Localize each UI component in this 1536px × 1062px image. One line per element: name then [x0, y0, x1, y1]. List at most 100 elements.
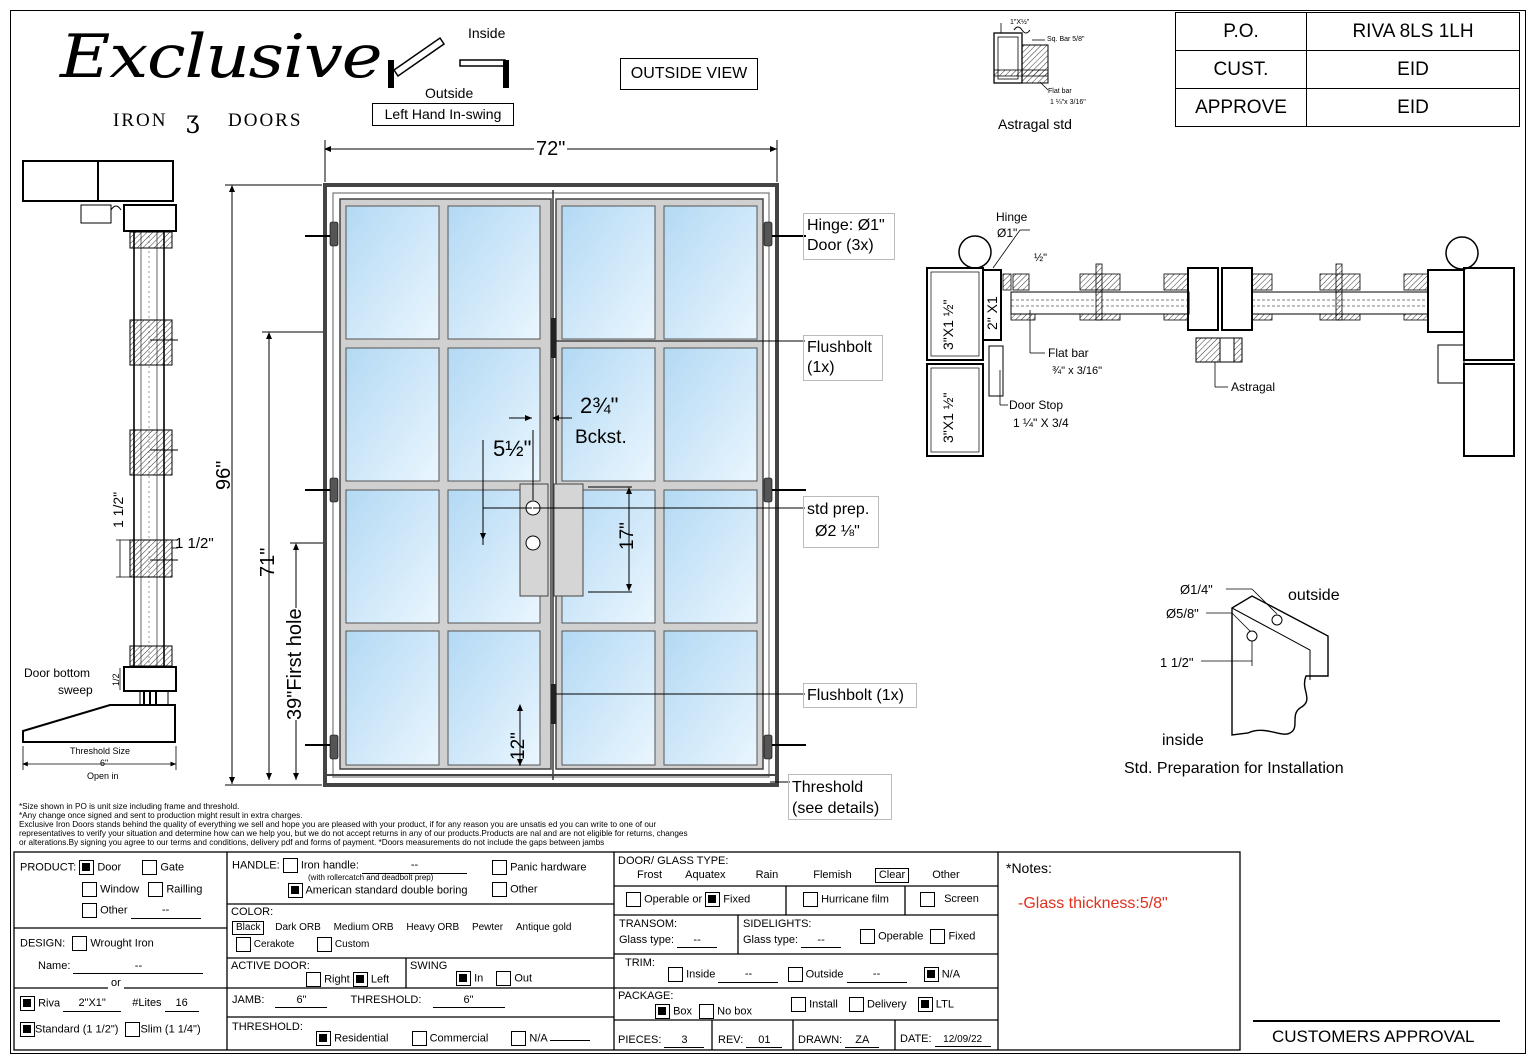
operable2-checkbox[interactable]: [860, 929, 875, 944]
fixed2-option: Fixed: [948, 930, 976, 943]
screen-row: Screen: [920, 892, 979, 907]
threshold-value[interactable]: 6": [432, 994, 505, 1009]
customers-approval[interactable]: CUSTOMERS APPROVAL: [1272, 1027, 1475, 1046]
right-checkbox[interactable]: [306, 972, 321, 987]
cust-row: CUST.EID: [1175, 50, 1520, 89]
color-black[interactable]: Black: [232, 921, 265, 935]
door-checkbox[interactable]: [79, 860, 95, 875]
na-value[interactable]: [550, 1040, 591, 1042]
swing-outside-label: Outside: [425, 85, 474, 101]
hinges: [305, 221, 806, 760]
drawn-value[interactable]: ZA: [845, 1034, 880, 1049]
operable-checkbox[interactable]: [626, 892, 641, 907]
name-row: Name: --: [38, 960, 204, 975]
plan-door-stop-size: 1 ¼" X 3/4: [1013, 416, 1069, 430]
custom-option: Custom: [334, 939, 370, 951]
pieces-value[interactable]: 3: [664, 1034, 705, 1049]
swing-out-checkbox[interactable]: [496, 971, 512, 986]
color-heavy-orb[interactable]: Heavy ORB: [406, 922, 460, 933]
panic-checkbox[interactable]: [492, 860, 507, 875]
design-row: DESIGN: Wrought Iron: [20, 936, 154, 951]
swing-in-checkbox[interactable]: [456, 971, 471, 986]
trim-na-checkbox[interactable]: [923, 967, 939, 982]
dim-prep-height: 17": [617, 522, 638, 550]
left-checkbox[interactable]: [352, 972, 368, 987]
glass-clear[interactable]: Clear: [874, 868, 910, 884]
color-medium-orb[interactable]: Medium ORB: [333, 922, 394, 933]
other-option: Other: [100, 904, 128, 917]
other2-checkbox[interactable]: [492, 882, 507, 897]
glass-pane: [345, 630, 440, 766]
other-checkbox[interactable]: [82, 903, 97, 918]
glass-aquatex[interactable]: Aquatex: [685, 869, 726, 881]
iron-handle-checkbox[interactable]: [282, 858, 298, 873]
gate-checkbox[interactable]: [142, 860, 158, 875]
slim-checkbox[interactable]: [125, 1022, 141, 1037]
rev-value[interactable]: 01: [746, 1034, 783, 1049]
swing-in-option: In: [474, 972, 484, 985]
flushbolt-bottom-callout: Flushbolt (1x): [803, 683, 917, 708]
railling-checkbox[interactable]: [148, 882, 164, 897]
lites-value[interactable]: 16: [164, 997, 199, 1012]
name-value[interactable]: --: [73, 960, 204, 975]
nobox-checkbox[interactable]: [699, 1004, 715, 1019]
iron-handle-value[interactable]: --: [361, 859, 467, 874]
riva-value[interactable]: 2"X1": [63, 997, 122, 1012]
box-checkbox[interactable]: [655, 1004, 670, 1019]
transom-value[interactable]: --: [677, 934, 718, 949]
prep-inside: inside: [1162, 732, 1204, 749]
color-pewter[interactable]: Pewter: [471, 922, 504, 933]
glass-frost[interactable]: Frost: [637, 869, 663, 881]
shipping-row: Install Delivery LTL: [791, 997, 954, 1012]
ltl-checkbox[interactable]: [917, 997, 933, 1012]
dim-backset-label: Bckst.: [575, 427, 627, 448]
cerakote-checkbox[interactable]: [236, 937, 251, 952]
custom-checkbox[interactable]: [317, 937, 333, 952]
delivery-checkbox[interactable]: [848, 997, 864, 1012]
astragal-top-label: 1"X½": [1010, 19, 1030, 26]
jamb-row: JAMB: 6" THRESHOLD: 6": [232, 994, 505, 1009]
na-checkbox[interactable]: [511, 1031, 527, 1046]
glass-rain[interactable]: Rain: [755, 869, 779, 881]
residential-checkbox[interactable]: [316, 1031, 331, 1046]
hurricane-checkbox[interactable]: [803, 892, 818, 907]
glass-flemish[interactable]: Flemish: [813, 869, 852, 881]
fixed-checkbox[interactable]: [705, 892, 721, 907]
standard-checkbox[interactable]: [20, 1022, 35, 1037]
glass-pane: [561, 347, 656, 482]
wrought-checkbox[interactable]: [72, 936, 88, 951]
commercial-checkbox[interactable]: [411, 1031, 427, 1046]
fixed2-checkbox[interactable]: [930, 929, 946, 944]
trim-na-option: N/A: [941, 968, 961, 981]
glass-label: DOOR/ GLASS TYPE:: [618, 855, 729, 867]
plan-door-stop: Door Stop: [1009, 398, 1064, 412]
jamb-label: JAMB:: [232, 994, 265, 1006]
prep-caption: Std. Preparation for Installation: [1124, 760, 1344, 777]
dim-bottom: 12": [508, 732, 529, 760]
glass-pane: [447, 205, 541, 340]
trim-outside-value[interactable]: --: [846, 968, 907, 983]
jamb-value[interactable]: 6": [275, 994, 328, 1009]
handle-label: HANDLE:: [232, 859, 280, 872]
american-checkbox[interactable]: [288, 883, 303, 898]
notes-value[interactable]: -Glass thickness:5/8": [1018, 895, 1168, 912]
trim-outside-checkbox[interactable]: [787, 967, 803, 982]
inner-dimensions: [480, 340, 805, 783]
sidelights-value[interactable]: --: [801, 934, 842, 949]
screen-checkbox[interactable]: [920, 892, 935, 907]
package-label: PACKAGE:: [618, 990, 674, 1002]
color-dark-orb[interactable]: Dark ORB: [275, 922, 321, 933]
transom-glass-label: Glass type:: [619, 934, 675, 946]
window-checkbox[interactable]: [82, 882, 97, 897]
design-label: DESIGN:: [20, 937, 66, 950]
trim-inside-checkbox[interactable]: [668, 967, 683, 982]
trim-inside-value[interactable]: --: [718, 968, 779, 983]
glass-other[interactable]: Other: [932, 869, 960, 881]
install-checkbox[interactable]: [791, 997, 806, 1012]
color-antique-gold[interactable]: Antique gold: [515, 922, 572, 933]
riva-checkbox[interactable]: [20, 996, 35, 1011]
other-value[interactable]: --: [130, 904, 201, 919]
date-value[interactable]: 12/09/22: [934, 1034, 991, 1047]
glass-pane: [663, 347, 758, 482]
